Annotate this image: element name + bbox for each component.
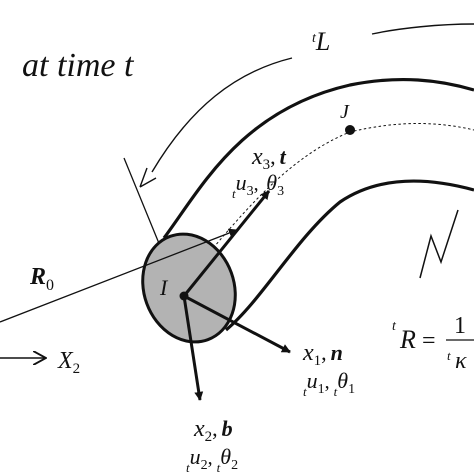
length-arc-top — [371, 23, 474, 35]
rod-lower-edge — [224, 179, 474, 332]
point-j-label: J — [340, 101, 350, 123]
tangent-coord-label: x3,t — [251, 144, 287, 173]
tangent-axis-arrow — [182, 190, 271, 297]
rod-centerline — [183, 123, 474, 283]
position-vector-r0 — [0, 228, 238, 323]
title-text: at time t — [22, 47, 135, 84]
curvature-kappa-prefix: t — [447, 348, 451, 363]
point-i-label: I — [159, 275, 169, 300]
tangent-dof-label: tu3,tθ3 — [232, 170, 284, 201]
rod-upper-edge — [162, 77, 474, 239]
curvature-r-symbol: R — [399, 325, 416, 354]
normal-axis-arrow — [183, 294, 291, 354]
binormal-axis-arrow — [182, 295, 204, 401]
point-j-marker — [345, 125, 355, 135]
curvature-equals: = — [422, 328, 436, 354]
length-arc-arrowhead — [139, 167, 157, 188]
curvature-kappa-symbol: κ — [455, 348, 467, 374]
curvature-numerator: 1 — [454, 313, 466, 339]
curvature-r-prefix: t — [392, 319, 397, 334]
curvature-radius-zigzag — [419, 209, 459, 279]
binormal-coord-label: x2,b — [193, 416, 233, 445]
global-x2-label: X2 — [57, 348, 80, 377]
length-arc — [151, 57, 293, 173]
position-vector-label: R0 — [29, 264, 54, 294]
length-label: tL — [312, 27, 330, 56]
normal-coord-label: x1,n — [302, 340, 343, 369]
binormal-dof-label: tu2,tθ2 — [186, 444, 238, 474]
normal-dof-label: tu1,tθ1 — [303, 368, 355, 399]
